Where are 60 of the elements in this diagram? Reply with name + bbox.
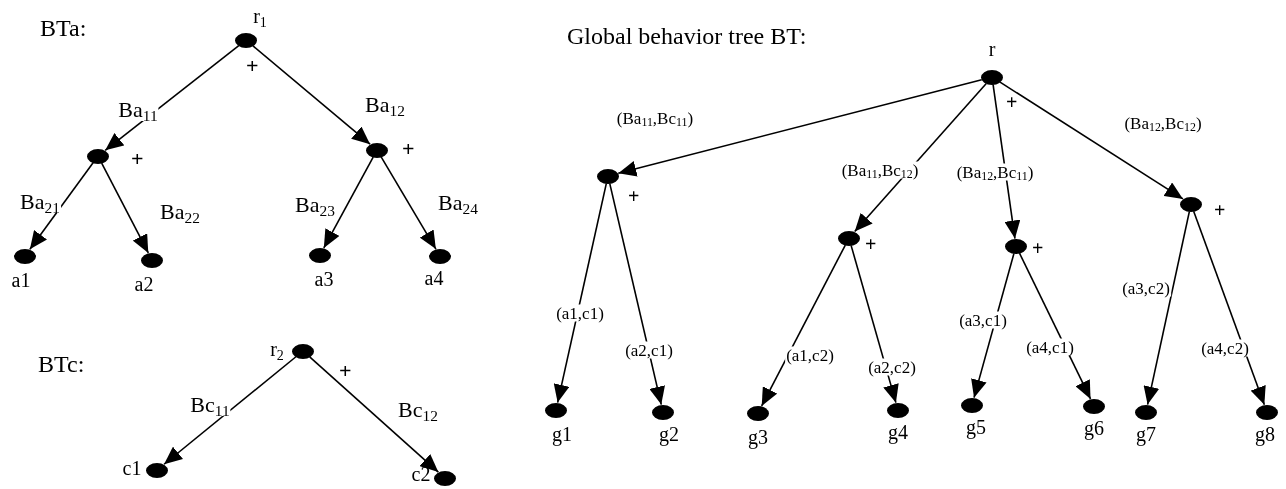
tree-heading: BTc:: [38, 352, 85, 376]
operator-label: +: [865, 234, 877, 254]
node-label: c2: [411, 464, 431, 484]
arrow: [971, 252, 1015, 399]
arrow: [308, 356, 440, 473]
edge-label: (a2,c1): [624, 341, 674, 359]
arrow: [553, 182, 608, 404]
edge-label: (Ba$_{12}$,Bc$_{12}$): [1123, 114, 1203, 132]
node-label: g6: [1084, 418, 1104, 438]
arrow: [323, 156, 374, 249]
edge-label: (Ba$_{11}$,Bc$_{12}$): [840, 161, 920, 179]
arrow: [999, 81, 1184, 200]
arrow: [29, 161, 94, 251]
arrow: [380, 156, 437, 250]
arrow: [100, 162, 150, 254]
node-label: g4: [888, 422, 908, 442]
arrow: [992, 83, 1021, 240]
edge-label: (a4,c2): [1200, 339, 1250, 357]
node-label: a4: [424, 268, 444, 288]
edge-label: (a2,c2): [867, 358, 917, 376]
arrow: [1143, 210, 1191, 406]
arrow: [104, 44, 240, 152]
arrow: [760, 244, 847, 407]
node-label: g3: [748, 427, 768, 447]
tree-heading: Global behavior tree BT:: [567, 24, 807, 48]
node-label: g5: [966, 417, 986, 437]
node-label: g7: [1136, 424, 1156, 444]
arrow: [608, 182, 665, 406]
arrow: [1192, 210, 1266, 406]
operator-label: +: [1214, 200, 1226, 220]
node-label: g8: [1255, 424, 1275, 444]
node-label: r: [988, 39, 996, 59]
node-label: a3: [314, 269, 334, 289]
node-label: g1: [552, 424, 572, 444]
edge-label: (a3,c1): [958, 311, 1008, 329]
node-label: r$_{1}$: [253, 6, 267, 26]
operator-label: +: [1006, 92, 1018, 112]
operator-label: +: [628, 186, 640, 206]
edge-label: (Ba$_{11}$,Bc$_{11}$): [615, 109, 695, 127]
node-label: a2: [134, 274, 154, 294]
edge-label: (Ba$_{12}$,Bc$_{11}$): [955, 163, 1035, 181]
arrow: [163, 355, 297, 466]
node-label: r$_{2}$: [270, 339, 284, 359]
operator-label: +: [131, 148, 144, 170]
arrow: [252, 45, 371, 145]
edge-label: (a4,c1): [1025, 338, 1075, 356]
arrow: [617, 78, 983, 177]
operator-label: +: [246, 55, 259, 77]
edge-label: (a1,c2): [785, 346, 835, 364]
edge-label: (a1,c1): [555, 304, 605, 322]
arrow: [850, 244, 899, 404]
arrow: [853, 82, 988, 233]
tree-heading: BTa:: [40, 16, 87, 40]
node-label: a1: [11, 270, 31, 290]
operator-label: +: [339, 360, 352, 382]
node-label: g2: [659, 424, 679, 444]
operator-label: +: [1032, 238, 1044, 258]
node-label: c1: [122, 458, 142, 478]
operator-label: +: [402, 138, 415, 160]
edge-label: (a3,c2): [1121, 279, 1171, 297]
